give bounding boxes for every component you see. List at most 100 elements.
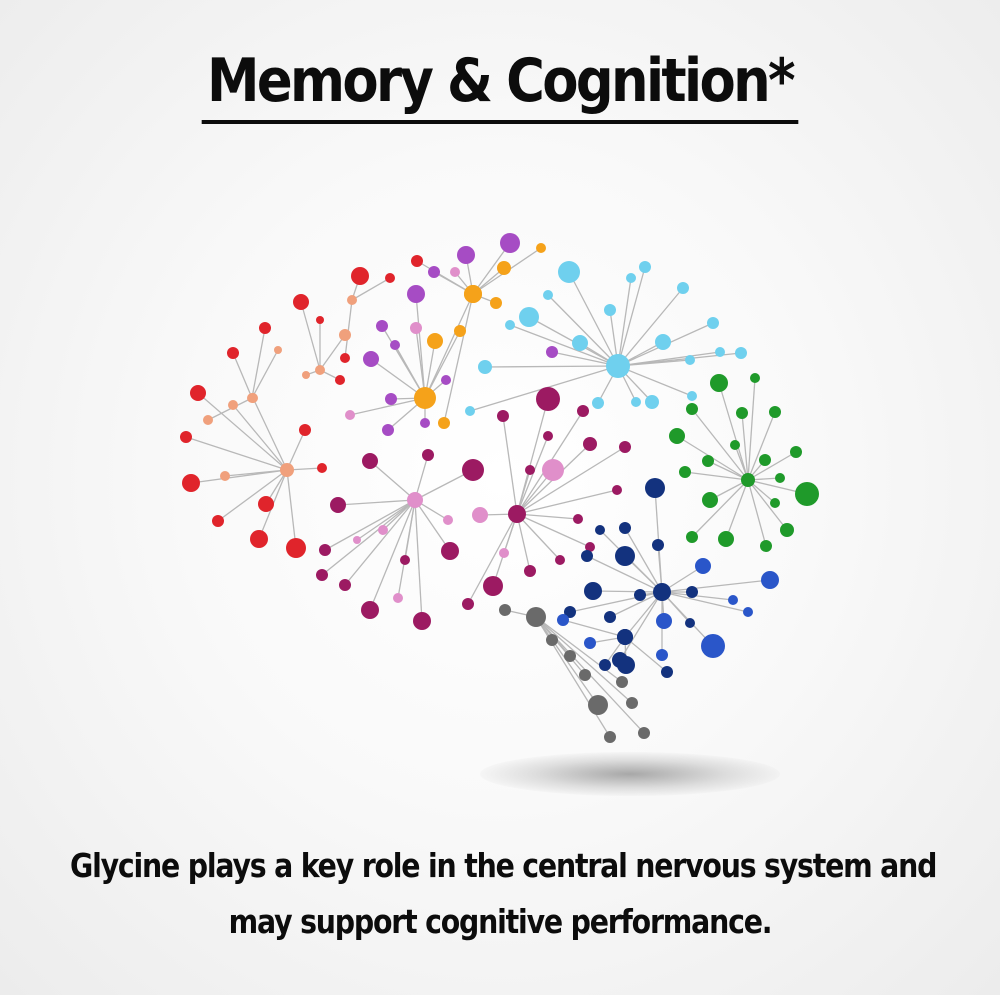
network-node bbox=[411, 255, 423, 267]
network-link bbox=[369, 460, 416, 501]
network-node bbox=[443, 515, 453, 525]
network-node bbox=[319, 544, 331, 556]
network-node bbox=[701, 634, 725, 658]
network-node bbox=[546, 634, 558, 646]
network-node bbox=[592, 397, 604, 409]
network-link bbox=[586, 555, 663, 593]
network-node bbox=[579, 669, 591, 681]
network-link bbox=[232, 352, 253, 399]
network-node bbox=[361, 601, 379, 619]
network-node bbox=[795, 482, 819, 506]
network-node bbox=[702, 455, 714, 467]
network-node bbox=[581, 550, 593, 562]
network-link bbox=[691, 479, 749, 538]
network-node bbox=[345, 410, 355, 420]
network-link bbox=[232, 404, 288, 471]
network-node bbox=[220, 471, 230, 481]
network-node bbox=[546, 346, 558, 358]
network-node bbox=[378, 525, 388, 535]
network-link bbox=[472, 242, 511, 295]
network-node bbox=[347, 295, 357, 305]
network-node bbox=[335, 375, 345, 385]
network-link bbox=[502, 415, 518, 515]
network-link bbox=[424, 330, 461, 399]
network-node bbox=[728, 595, 738, 605]
network-node bbox=[599, 659, 611, 671]
network-node bbox=[715, 347, 725, 357]
network-node bbox=[316, 569, 328, 581]
network-node bbox=[339, 329, 351, 341]
network-link bbox=[286, 429, 306, 471]
network-node bbox=[634, 589, 646, 601]
network-node bbox=[686, 586, 698, 598]
network-node bbox=[390, 340, 400, 350]
network-link bbox=[569, 591, 663, 613]
network-node bbox=[363, 351, 379, 367]
network-node bbox=[438, 417, 450, 429]
network-node bbox=[761, 571, 779, 589]
network-node bbox=[584, 582, 602, 600]
network-link bbox=[370, 358, 426, 399]
network-node bbox=[526, 607, 546, 627]
network-link bbox=[217, 469, 288, 522]
network-node bbox=[619, 522, 631, 534]
network-node bbox=[441, 542, 459, 560]
network-node bbox=[299, 424, 311, 436]
network-node bbox=[427, 333, 443, 349]
network-link bbox=[484, 365, 619, 368]
network-node bbox=[362, 453, 378, 469]
network-link bbox=[321, 499, 416, 576]
network-node bbox=[499, 548, 509, 558]
network-node bbox=[462, 459, 484, 481]
network-link bbox=[617, 266, 646, 367]
network-node bbox=[542, 459, 564, 481]
network-node bbox=[315, 365, 325, 375]
network-node bbox=[472, 507, 488, 523]
network-node bbox=[652, 539, 664, 551]
network-node bbox=[478, 360, 492, 374]
network-link bbox=[185, 436, 288, 471]
network-node bbox=[464, 285, 482, 303]
network-node bbox=[259, 322, 271, 334]
network-node bbox=[583, 437, 597, 451]
network-node bbox=[180, 431, 192, 443]
network-node bbox=[702, 492, 718, 508]
network-node bbox=[595, 525, 605, 535]
network-link bbox=[251, 349, 279, 399]
network-node bbox=[462, 598, 474, 610]
network-node bbox=[604, 611, 616, 623]
network-node bbox=[631, 397, 641, 407]
network-node bbox=[653, 583, 671, 601]
network-link bbox=[707, 460, 749, 481]
network-node bbox=[212, 515, 224, 527]
network-link bbox=[592, 590, 663, 593]
network-node bbox=[606, 354, 630, 378]
network-node bbox=[760, 540, 772, 552]
network-node bbox=[743, 607, 753, 617]
network-node bbox=[536, 387, 560, 411]
network-node bbox=[626, 273, 636, 283]
network-node bbox=[685, 355, 695, 365]
network-node bbox=[228, 400, 238, 410]
network-node bbox=[400, 555, 410, 565]
network-link bbox=[286, 469, 297, 549]
network-link bbox=[369, 499, 416, 611]
network-node bbox=[227, 347, 239, 359]
network-node bbox=[422, 449, 434, 461]
network-node bbox=[750, 373, 760, 383]
network-node bbox=[376, 320, 388, 332]
network-link bbox=[535, 616, 611, 738]
network-node bbox=[775, 473, 785, 483]
network-node bbox=[413, 612, 431, 630]
network-node bbox=[679, 466, 691, 478]
network-node bbox=[258, 496, 274, 512]
network-node bbox=[604, 304, 616, 316]
network-link bbox=[344, 499, 416, 586]
network-node bbox=[669, 428, 685, 444]
network-node bbox=[736, 407, 748, 419]
network-node bbox=[584, 637, 596, 649]
network-node bbox=[385, 393, 397, 405]
network-link bbox=[617, 287, 684, 367]
network-link bbox=[725, 479, 749, 540]
network-link bbox=[509, 324, 619, 367]
